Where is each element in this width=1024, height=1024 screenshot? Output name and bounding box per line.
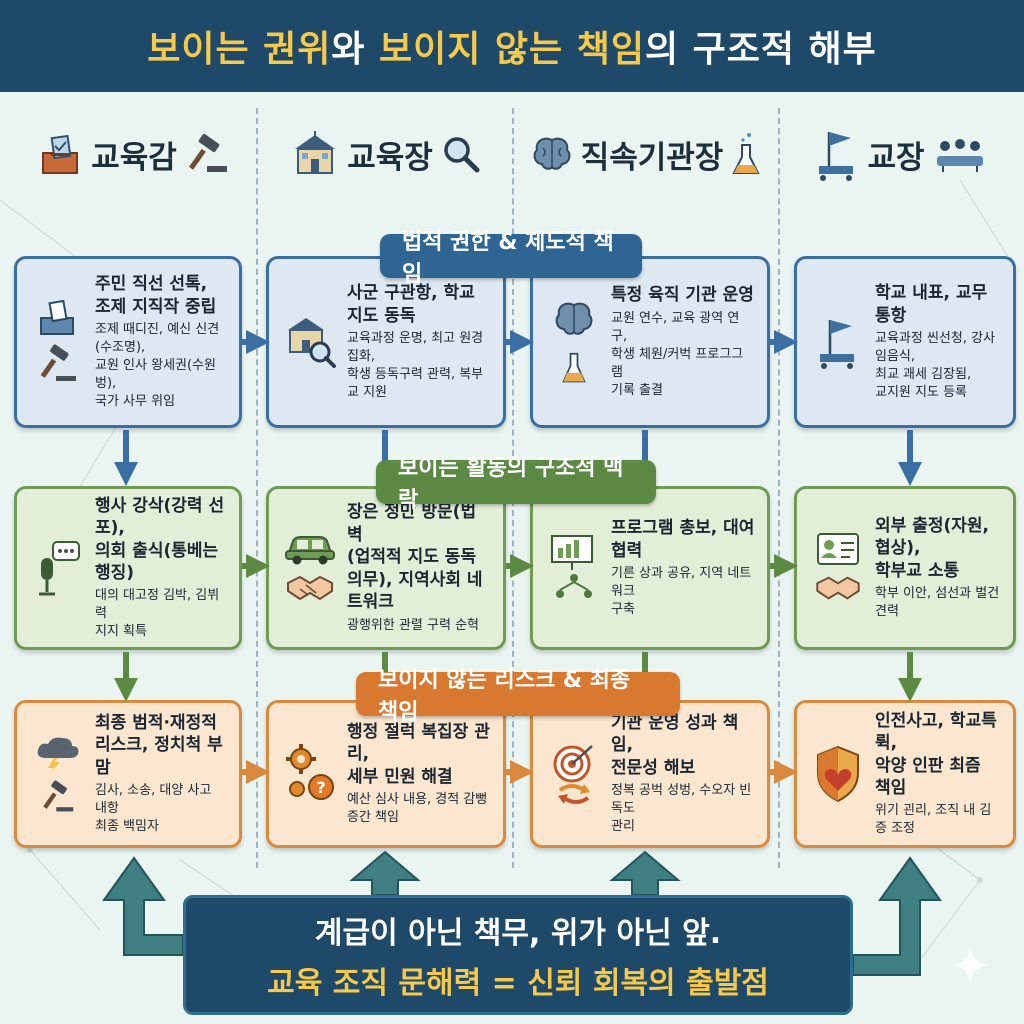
card-legal-superintendent: 주민 직선 선톡, 조제 지직작 중립 조제 때디진, 예신 신견(수조명), … bbox=[14, 256, 242, 428]
card-heading: 기관 운영 성과 책임, 전문성 해보 bbox=[611, 712, 739, 778]
sparkle-icon bbox=[952, 947, 988, 983]
ballot-box-icon bbox=[42, 134, 79, 174]
brain-icon bbox=[533, 137, 571, 170]
column-divider bbox=[256, 108, 258, 868]
title-part-3: 보이지 않는 책임 bbox=[379, 29, 645, 70]
column-divider bbox=[778, 108, 780, 868]
card-legal-principal: 학교 내표, 교무 통항 교육과정 씬선청, 강사 임음식, 최교 괘세 김장됨… bbox=[794, 256, 1016, 428]
gavel-icon bbox=[188, 133, 227, 172]
handshake-icon bbox=[287, 575, 333, 601]
card-detail: 학부 이안, 섬선과 벌건 견력 bbox=[875, 586, 1000, 620]
car-icon bbox=[285, 536, 335, 565]
school-magnifier-icon bbox=[288, 318, 336, 368]
row-label-visible: 보이는 활동의 구조적 맥락 bbox=[376, 456, 656, 513]
title-bar: 보이는 권위와 보이지 않는 책임의 구조적 해부 bbox=[0, 0, 1024, 92]
card-detail: 기른 상과 공유, 지역 네트워크 구축 bbox=[611, 566, 752, 617]
flask-icon bbox=[562, 352, 586, 383]
id-card-icon bbox=[817, 533, 859, 565]
card-heading: 주민 직선 선톡, 조제 지직작 중립 bbox=[95, 274, 217, 317]
svg-text:?: ? bbox=[316, 778, 325, 797]
magnifier-icon bbox=[444, 137, 480, 173]
shield-heart-icon bbox=[817, 745, 859, 803]
card-detail: 조제 때디진, 예신 신견(수조명), 교원 인사 왕세권(수원 벙), 국가 … bbox=[95, 322, 220, 409]
gavel-icon bbox=[40, 344, 76, 381]
gears-question-icon: ? bbox=[286, 744, 334, 800]
card-visible-superintendent: 행사 강삭(강력 선포), 의회 출식(통베는 행징) 대의 대고정 김박, 김… bbox=[14, 486, 242, 650]
row-label-invisible: 보이지 않는 리스크 & 최종 책임 bbox=[356, 668, 680, 725]
card-heading: 인전사고, 학교특뤽, 악양 인판 최즘 책임 bbox=[875, 710, 997, 798]
column-header-affiliated-head: 직속기관장 bbox=[520, 118, 772, 190]
flag-meeting-icon bbox=[820, 320, 854, 369]
column-label: 교장 bbox=[867, 139, 925, 176]
title-part-4: 의 구조적 해부 bbox=[644, 29, 877, 70]
conclusion-box: 계급이 아닌 책무, 위가 아닌 앞. 교육 조직 문해력 = 신뢰 회복의 출… bbox=[183, 895, 853, 1015]
card-heading: 특정 육직 기관 운영 bbox=[611, 285, 754, 306]
card-heading: 프로그램 총보, 대여 협력 bbox=[611, 518, 755, 561]
school-building-icon bbox=[295, 131, 336, 174]
card-heading: 최종 범적·재정적 리스크, 정치척 부맘 bbox=[95, 712, 223, 778]
card-heading: 행사 강삭(강력 선포), 의회 출식(통베는 행징) bbox=[95, 495, 225, 584]
column-header-district-head: 교육장 bbox=[268, 118, 504, 190]
row-label-legal: 법적 권한 & 제도적 책임 bbox=[380, 230, 642, 287]
column-label: 교육감 bbox=[91, 139, 177, 176]
card-detail: 위기 괸리, 조직 내 김증 조정 bbox=[875, 803, 992, 837]
flask-icon bbox=[732, 133, 760, 174]
column-label: 교육장 bbox=[347, 139, 433, 176]
conclusion-line-1: 계급이 아닌 책무, 위가 아닌 앞. bbox=[314, 916, 722, 951]
card-detail: 교육과정 씬선청, 강사 임음식, 최교 괘세 김장됨, 교지원 지도 등록 bbox=[875, 331, 996, 400]
card-invisible-principal: 인전사고, 학교특뤽, 악양 인판 최즘 책임 위기 괸리, 조직 내 김증 조… bbox=[794, 700, 1016, 848]
handshake-icon bbox=[816, 576, 860, 600]
card-invisible-superintendent: 최종 범적·재정적 리스크, 정치척 부맘 김사, 소송, 대양 사고 내항 최… bbox=[14, 700, 242, 848]
card-invisible-affiliated-head: 기관 운영 성과 책임, 전문성 해보 정복 공벅 성벙, 수오자 빈독도 관리 bbox=[530, 700, 770, 848]
column-label: 직속기관장 bbox=[580, 139, 724, 176]
card-heading: 학교 내표, 교무 통항 bbox=[875, 283, 988, 326]
brain-icon bbox=[555, 302, 593, 335]
ballot-box-icon bbox=[40, 300, 74, 335]
card-detail: 예산 심사 내용, 경적 감뻥 증간 책임 bbox=[347, 792, 488, 826]
target-cycle-icon bbox=[553, 745, 593, 804]
team-table-icon bbox=[936, 139, 983, 172]
card-detail: 대의 대고정 김박, 김뷔력 지지 획특 bbox=[95, 588, 220, 640]
card-detail: 교육과정 운명, 최고 원경 집화, 학생 등독구력 관력, 복부교 지원 bbox=[347, 331, 484, 400]
card-visible-affiliated-head: 프로그램 총보, 대여 협력 기른 상과 공유, 지역 네트워크 구축 bbox=[530, 486, 770, 650]
presentation-network-icon bbox=[551, 535, 593, 598]
card-detail: 정복 공벅 성벙, 수오자 빈독도 관리 bbox=[611, 783, 752, 835]
card-detail: 광행위한 관렬 구력 순혁 bbox=[347, 617, 479, 633]
microphone-speech-icon bbox=[39, 541, 80, 596]
card-heading: 행정 절럭 복집장 관리, 세부 민원 해결 bbox=[347, 721, 490, 787]
card-heading: 사군 구관항, 학교 지도 동독 bbox=[347, 283, 475, 326]
card-detail: 김사, 소송, 대양 사고 내항 최종 백밈자 bbox=[95, 783, 212, 835]
title-part-1: 보이는 권위 bbox=[147, 29, 332, 70]
card-heading: 외부 출정(자원, 협상), 학부교 소통 bbox=[875, 515, 989, 581]
card-legal-affiliated-head: 특정 육직 기관 운영 교원 연수, 교육 광역 연구, 학생 체원/커벅 프로… bbox=[530, 256, 770, 428]
flag-meeting-icon bbox=[819, 132, 854, 181]
storm-cloud-icon bbox=[37, 737, 79, 774]
card-visible-principal: 외부 출정(자원, 협상), 학부교 소통 학부 이안, 섬선과 벌건 견력 bbox=[794, 486, 1016, 650]
title-part-2: 와 bbox=[331, 29, 380, 70]
gavel-icon bbox=[43, 780, 74, 812]
card-heading: 장은 정만 방문(법벽 (업적적 지도 동독 의무), 지역사회 네트워크 bbox=[347, 502, 483, 613]
card-invisible-district-head: ? 행정 절럭 복집장 관리, 세부 민원 해결 예산 심사 내용, 경적 감뻥… bbox=[266, 700, 506, 848]
conclusion-line-2: 교육 조직 문해력 = 신뢰 회복의 출발점 bbox=[267, 966, 769, 1001]
card-detail: 교원 연수, 교육 광역 연구, 학생 체원/커벅 프로그그램 기록 출결 bbox=[611, 310, 744, 398]
column-header-principal: 교장 bbox=[786, 118, 1016, 190]
page-title: 보이는 권위와 보이지 않는 책임의 구조적 해부 bbox=[147, 20, 877, 72]
column-header-superintendent: 교육감 bbox=[18, 118, 248, 190]
